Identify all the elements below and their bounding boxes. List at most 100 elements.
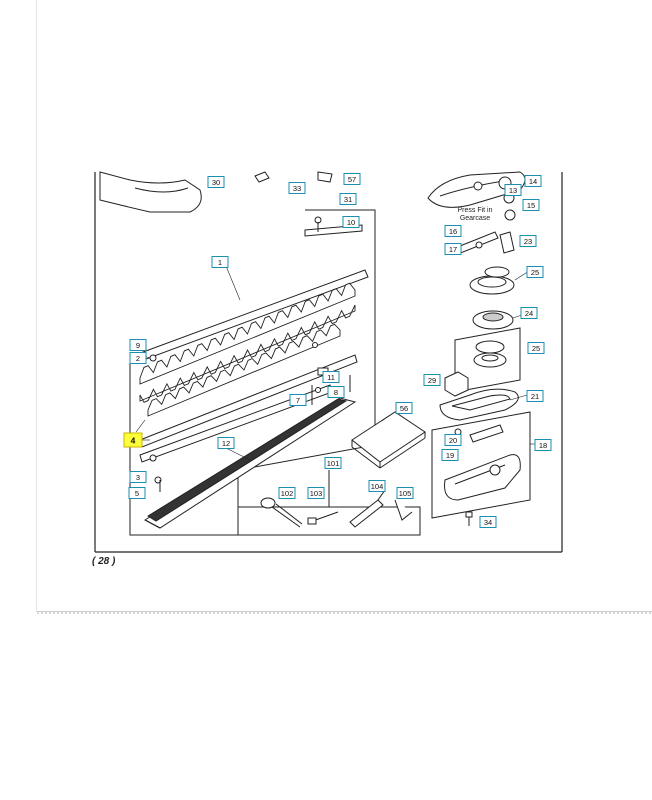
callout-part-31: 31: [339, 193, 357, 205]
blade-teeth: [139, 282, 356, 385]
callout-part-23: 23: [519, 235, 537, 247]
callout-label: 102: [281, 489, 294, 498]
callout-part-20: 20: [444, 434, 462, 446]
callout-label: 11: [327, 373, 335, 382]
callout-label: 24: [525, 309, 533, 318]
callout-part-9: 9: [129, 339, 147, 351]
callout-part-5: 5: [128, 487, 146, 499]
callout-label: 12: [222, 439, 230, 448]
callout-label: 29: [428, 376, 436, 385]
press-fit-note-line-1: Press Fit in: [457, 207, 493, 214]
drive-shaft-parts: [454, 231, 515, 255]
callout-part-2: 2: [129, 352, 147, 364]
gearcase-18: [444, 424, 521, 501]
callout-label: 31: [344, 195, 352, 204]
callout-label: 104: [371, 482, 384, 491]
callout-part-24: 24: [520, 307, 538, 319]
callout-part-11: 11: [322, 371, 340, 383]
page-bottom-edge: [37, 611, 652, 614]
callout-label: 57: [348, 175, 356, 184]
callout-label: 14: [529, 177, 537, 186]
callout-label: 25: [532, 344, 540, 353]
callout-part-12: 12: [217, 437, 235, 449]
callout-label: 33: [293, 184, 301, 193]
callout-label: 21: [531, 392, 539, 401]
callout-label: 18: [539, 441, 547, 450]
callout-part-101: 101: [324, 457, 342, 469]
callout-part-10: 10: [342, 216, 360, 228]
callout-part-18: 18: [534, 439, 552, 451]
callout-label: 20: [449, 436, 457, 445]
bolt-34: [465, 511, 473, 526]
callout-label: 15: [527, 201, 535, 210]
callout-label: 13: [509, 186, 517, 195]
blade-teeth: [139, 304, 356, 403]
callout-part-21: 21: [526, 390, 544, 402]
callout-label: 103: [310, 489, 323, 498]
callout-part-3: 3: [129, 471, 147, 483]
callout-label: 8: [334, 388, 338, 397]
callout-label: 101: [327, 459, 340, 468]
blade-guard: [144, 397, 357, 529]
engine-housing-drawing: [99, 171, 333, 213]
callout-part-25: 25: [526, 266, 544, 278]
callout-label: 105: [399, 489, 412, 498]
crank-gear-25: [469, 266, 515, 295]
callout-part-15: 15: [522, 199, 540, 211]
press-fit-note: Press Fit in Gearcase: [445, 207, 505, 223]
callout-label: 16: [449, 227, 457, 236]
callout-part-7: 7: [289, 394, 307, 406]
callout-label: 25: [531, 268, 539, 277]
callout-label: 1: [218, 258, 222, 267]
blade-teeth: [147, 323, 341, 417]
gear-set-25-items: [473, 340, 507, 368]
lower-blade-plates: [139, 354, 358, 463]
callout-label: 3: [136, 473, 140, 482]
callout-part-14: 14: [524, 175, 542, 187]
cutter-blades: [139, 282, 356, 417]
gearcase-box-18: [431, 411, 531, 519]
block-29: [444, 371, 469, 397]
callout-part-34: 34: [479, 516, 497, 528]
callout-label: 56: [400, 404, 408, 413]
page-sheet: [37, 0, 652, 612]
callout-part-30: 30: [207, 176, 225, 188]
gasket-21: [439, 388, 519, 421]
page-number: ( 28 ): [92, 556, 116, 567]
callout-part-33: 33: [288, 182, 306, 194]
callout-part-57: 57: [343, 173, 361, 185]
callout-part-56: 56: [395, 402, 413, 414]
callout-part-4: 4: [123, 432, 143, 448]
callout-label: 9: [136, 341, 140, 350]
callout-label: 10: [347, 218, 355, 227]
diagram-frame: [94, 172, 563, 553]
callout-part-105: 105: [396, 487, 414, 499]
callout-label: 34: [484, 518, 492, 527]
callout-part-1: 1: [211, 256, 229, 268]
callout-label: 4: [131, 436, 136, 446]
callout-part-19: 19: [441, 449, 459, 461]
callout-part-104: 104: [368, 480, 386, 492]
callout-label: 17: [449, 245, 457, 254]
manual-booklet: [351, 411, 426, 469]
callout-label: 30: [212, 178, 220, 187]
callout-label: 7: [296, 396, 300, 405]
tool-kit-items: [260, 489, 413, 528]
callout-label: 23: [524, 237, 532, 246]
page-left-edge: [36, 0, 37, 612]
callout-part-103: 103: [307, 487, 325, 499]
gear-24: [472, 310, 514, 330]
callout-part-29: 29: [423, 374, 441, 386]
callout-part-25: 25: [527, 342, 545, 354]
callout-part-17: 17: [444, 243, 462, 255]
tool-kit-box: [237, 470, 421, 536]
callout-label: 5: [135, 489, 139, 498]
callout-label: 2: [136, 354, 140, 363]
callout-part-13: 13: [504, 184, 522, 196]
callout-part-8: 8: [327, 386, 345, 398]
callout-part-16: 16: [444, 225, 462, 237]
press-fit-note-line-2: Gearcase: [459, 215, 491, 222]
callout-label: 19: [446, 451, 454, 460]
